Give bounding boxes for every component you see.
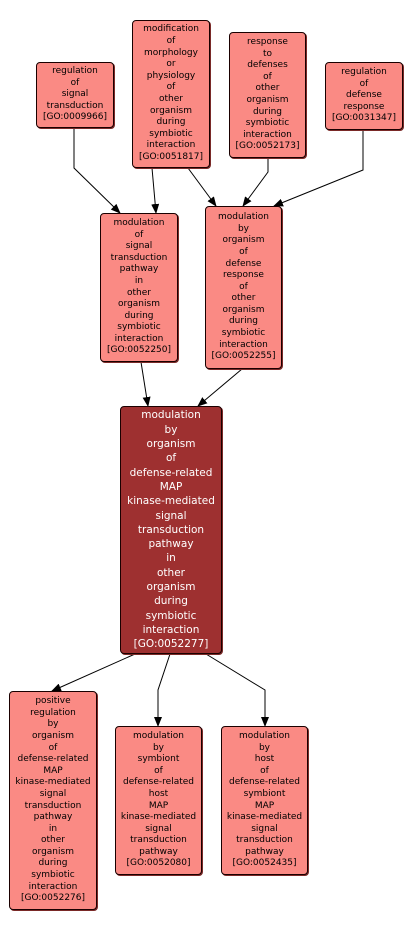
term-id: [GO:0052276]: [20, 893, 86, 904]
term-id: [GO:0009966]: [42, 112, 108, 123]
term-id: [GO:0052173]: [235, 141, 300, 152]
edge-0051817-0052255: [187, 167, 217, 207]
term-id: [GO:0052250]: [106, 345, 172, 356]
edge-0009966-0052250: [73, 128, 121, 214]
term-id: [GO:0052435]: [232, 858, 297, 869]
term-id: [GO:0051817]: [138, 151, 204, 162]
edge-0052173-0052255: [242, 158, 269, 207]
edge-0052277-0052276: [51, 653, 136, 692]
edge-0052277-0052080: [154, 653, 171, 727]
edge-0051817-0052250: [151, 167, 160, 214]
edge-0052277-0052435: [205, 653, 269, 727]
term-id: [GO:0052255]: [211, 351, 276, 362]
term-id: [GO:0031347]: [331, 113, 397, 124]
edge-0052250-0052277: [140, 361, 151, 407]
edge-0031347-0052255: [273, 130, 364, 207]
term-id: [GO:0052277]: [133, 638, 209, 651]
edge-0052255-0052277: [197, 368, 243, 407]
term-id: [GO:0052080]: [126, 858, 191, 869]
